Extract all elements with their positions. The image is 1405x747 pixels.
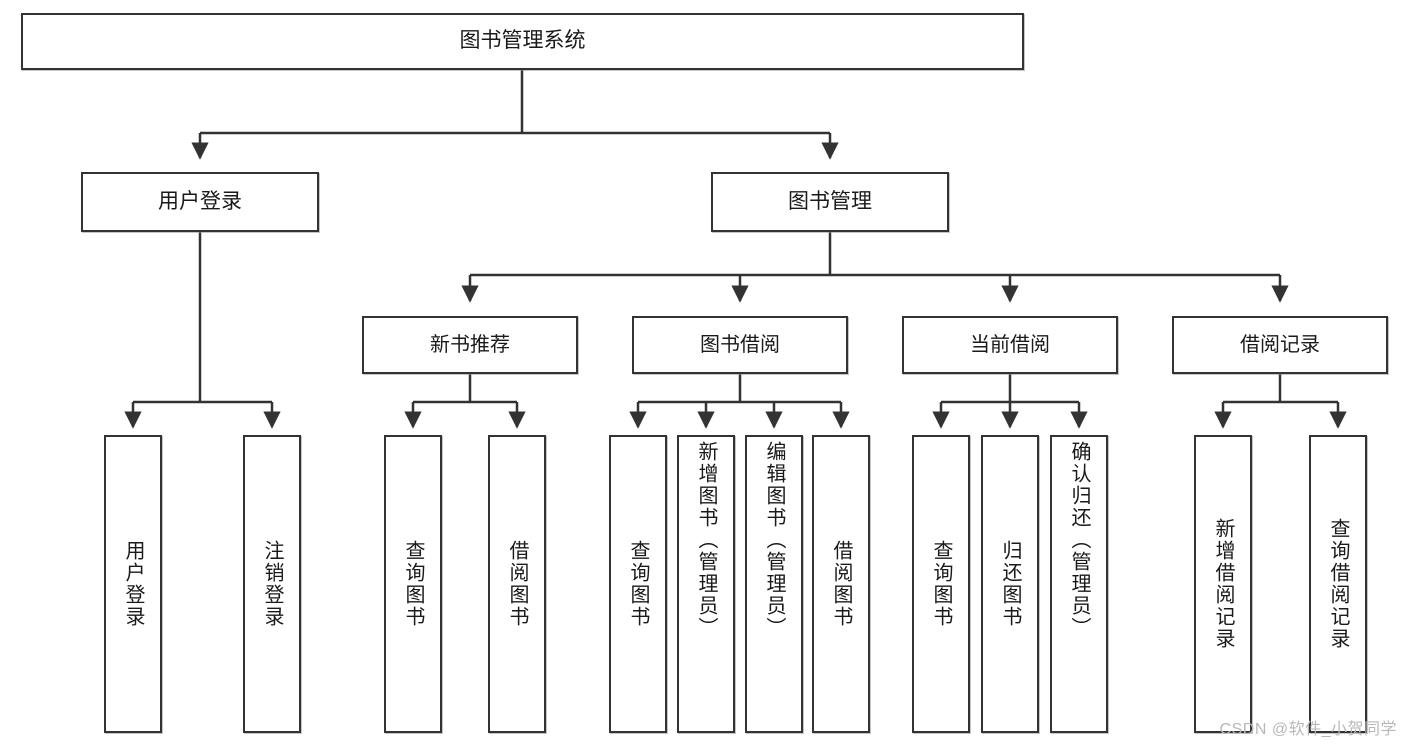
- node-label: 用户登录: [158, 189, 242, 213]
- node-current-borrow[interactable]: 当前借阅: [902, 316, 1118, 374]
- node-label: 新书推荐: [430, 333, 510, 356]
- node-leaf-recommend-borrow-book[interactable]: 借阅图书: [488, 435, 546, 733]
- node-root-system[interactable]: 图书管理系统: [21, 13, 1024, 70]
- node-label: 查询借阅记录: [1327, 518, 1349, 650]
- node-user-login[interactable]: 用户登录: [81, 172, 319, 232]
- node-leaf-borrow-edit-book-admin[interactable]: 编辑图书（管理员）: [745, 435, 803, 733]
- node-label: 当前借阅: [970, 333, 1050, 356]
- node-label: 借阅图书: [830, 540, 852, 628]
- node-leaf-recommend-query-book[interactable]: 查询图书: [384, 435, 442, 733]
- node-leaf-current-query-book[interactable]: 查询图书: [912, 435, 970, 733]
- node-leaf-borrow-query-book[interactable]: 查询图书: [609, 435, 667, 733]
- node-label: 图书管理: [788, 189, 872, 213]
- node-leaf-borrow-borrow-book[interactable]: 借阅图书: [812, 435, 870, 733]
- node-new-book-recommend[interactable]: 新书推荐: [362, 316, 578, 374]
- node-label: 注销登录: [261, 540, 283, 628]
- node-book-borrow[interactable]: 图书借阅: [632, 316, 848, 374]
- node-label: 编辑图书（管理员）: [763, 441, 785, 639]
- node-leaf-current-confirm-return-admin[interactable]: 确认归还（管理员）: [1050, 435, 1108, 733]
- node-leaf-record-query-record[interactable]: 查询借阅记录: [1309, 435, 1367, 733]
- node-leaf-current-return-book[interactable]: 归还图书: [981, 435, 1039, 733]
- node-label: 新增图书（管理员）: [695, 441, 717, 639]
- node-label: 新增借阅记录: [1212, 518, 1234, 650]
- node-book-management[interactable]: 图书管理: [711, 172, 949, 232]
- node-label: 借阅图书: [506, 540, 528, 628]
- node-label: 查询图书: [930, 540, 952, 628]
- node-leaf-user-logout[interactable]: 注销登录: [243, 435, 301, 733]
- node-label: 查询图书: [627, 540, 649, 628]
- node-leaf-borrow-add-book-admin[interactable]: 新增图书（管理员）: [677, 435, 735, 733]
- node-label: 借阅记录: [1240, 333, 1320, 356]
- node-borrow-record[interactable]: 借阅记录: [1172, 316, 1388, 374]
- csdn-watermark: CSDN @软件_小贺同学: [1219, 721, 1397, 738]
- node-label: 图书管理系统: [459, 29, 586, 53]
- node-label: 用户登录: [122, 540, 144, 628]
- node-label: 确认归还（管理员）: [1068, 441, 1090, 639]
- node-label: 查询图书: [402, 540, 424, 628]
- node-label: 图书借阅: [700, 333, 780, 356]
- node-leaf-user-login[interactable]: 用户登录: [104, 435, 162, 733]
- node-label: 归还图书: [999, 540, 1021, 628]
- node-leaf-record-add-record[interactable]: 新增借阅记录: [1194, 435, 1252, 733]
